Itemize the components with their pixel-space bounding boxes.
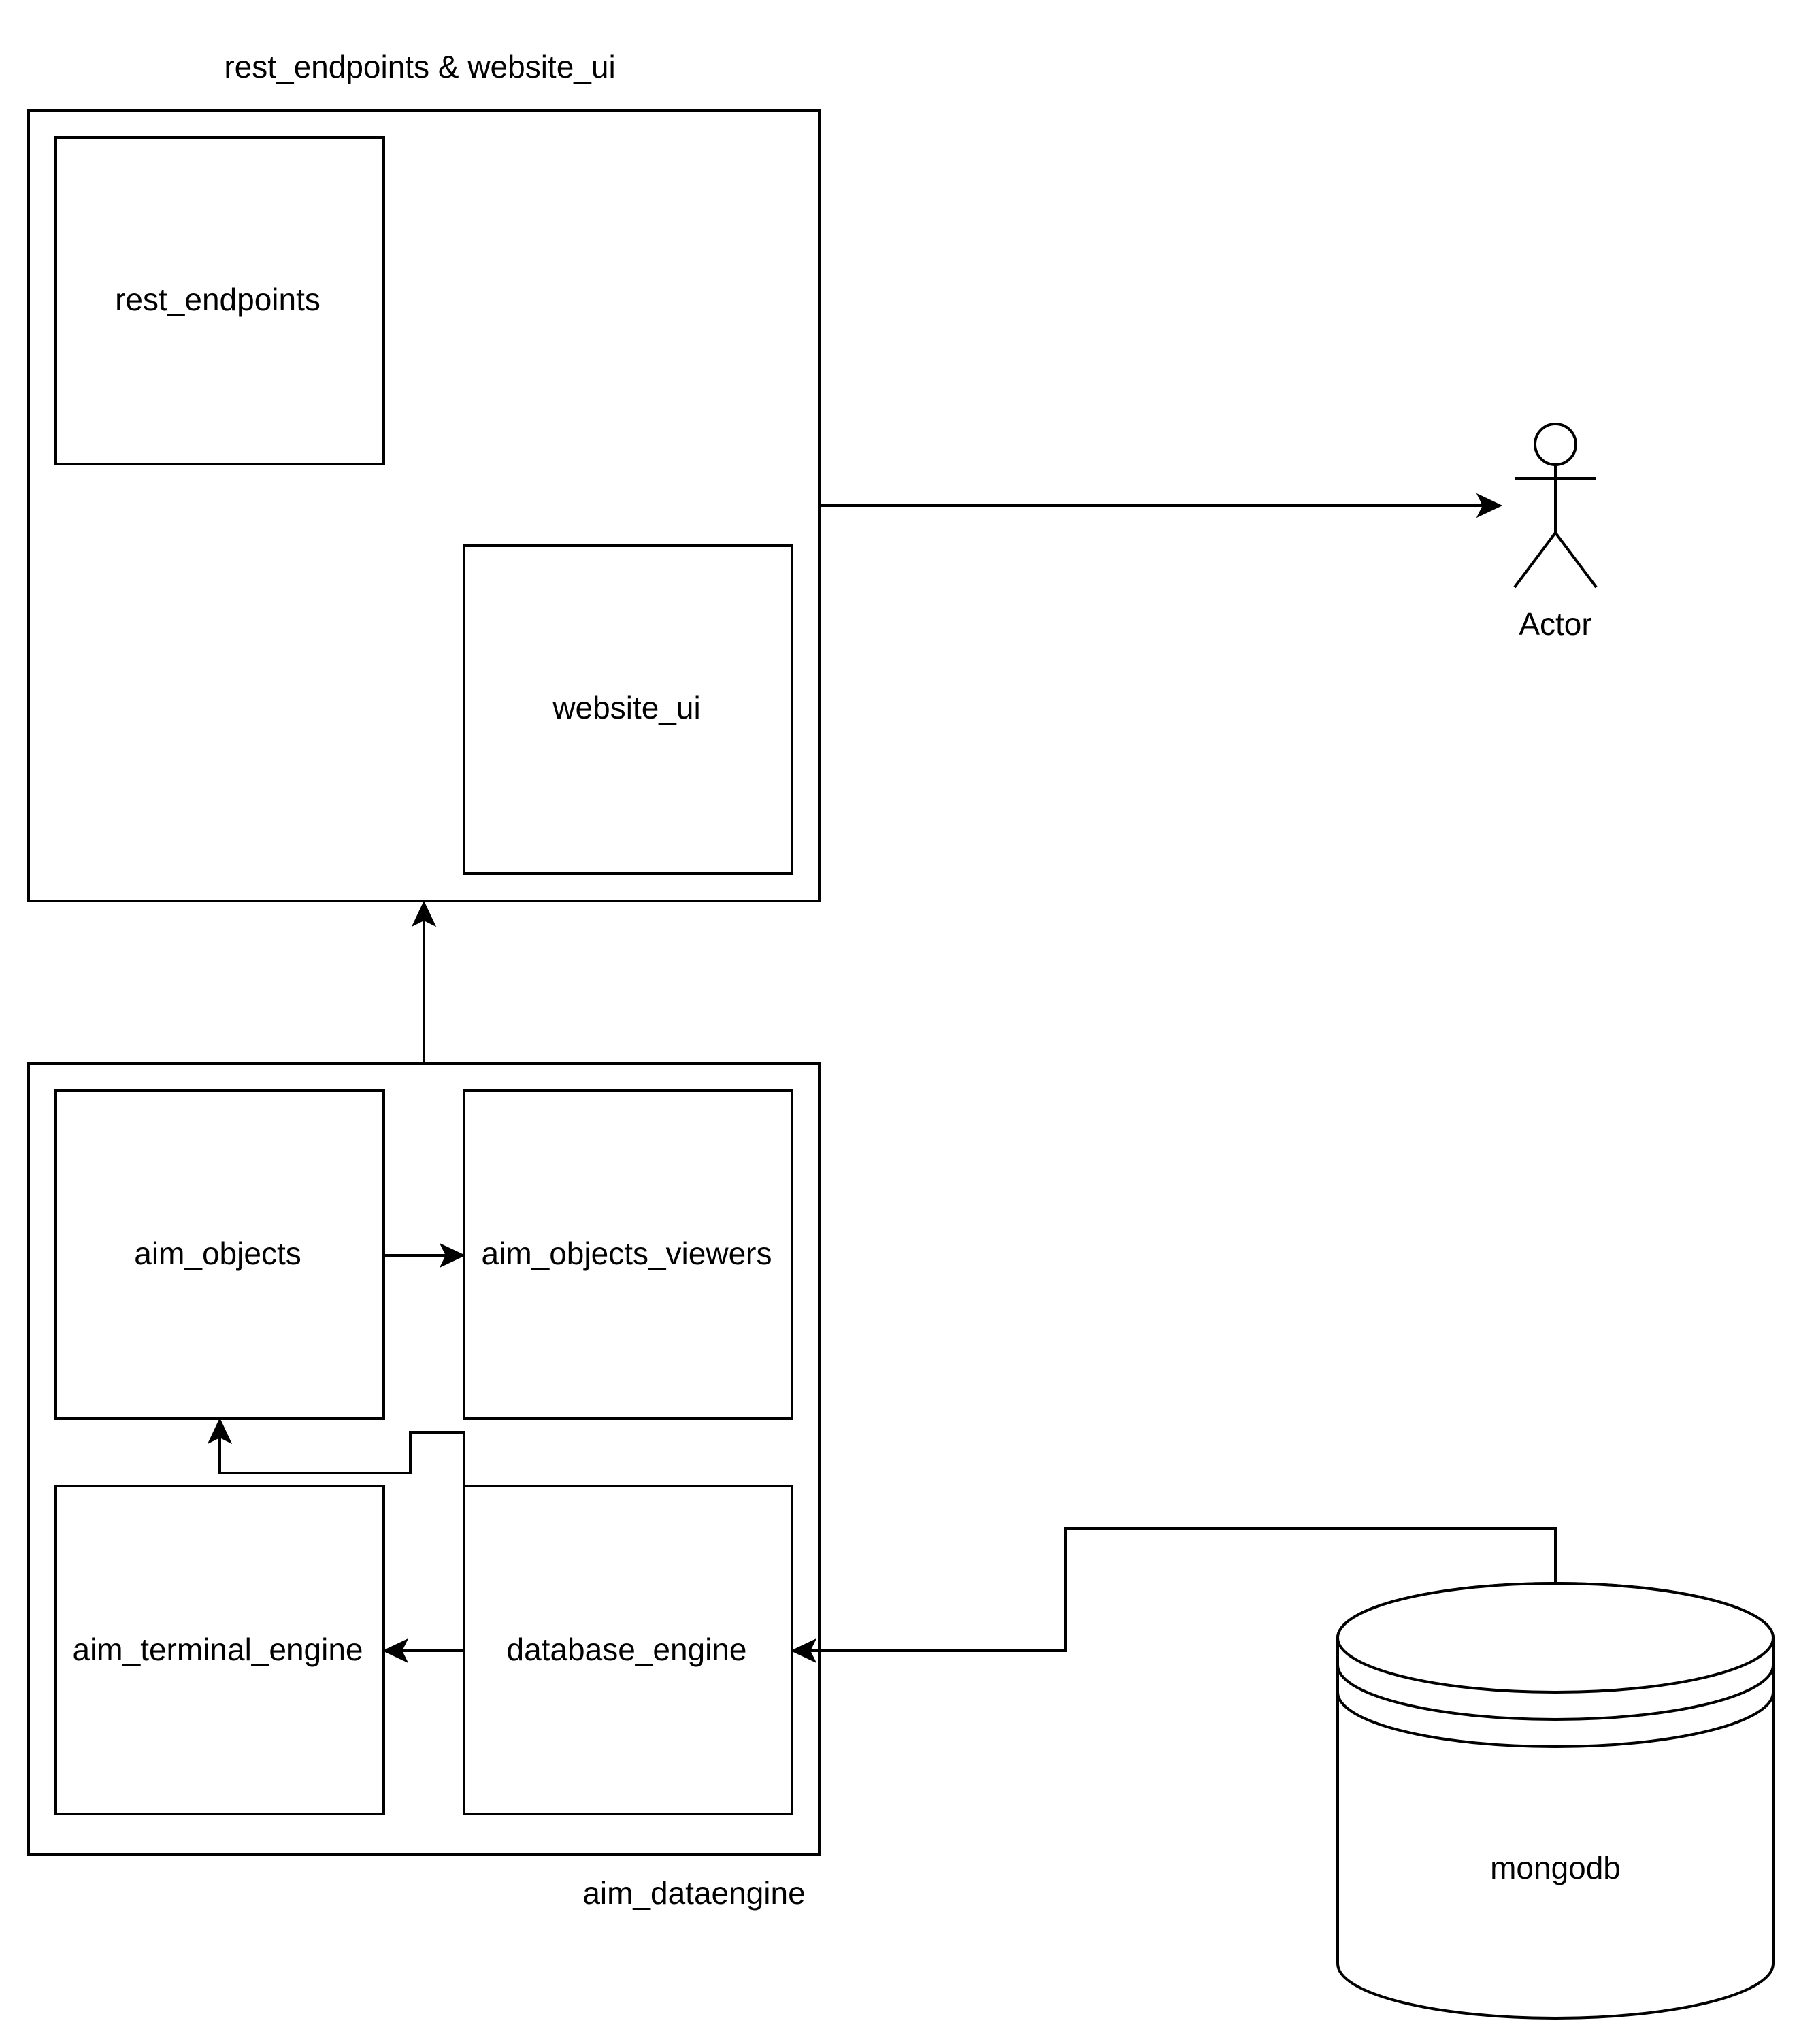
- node-aim-objects: aim_objects: [54, 1089, 385, 1420]
- edge-engine-to-web: [411, 900, 437, 1064]
- node-database-engine-label: database_engine: [507, 1632, 747, 1667]
- node-aim-terminal-engine: aim_terminal_engine: [54, 1485, 385, 1815]
- node-website-ui: website_ui: [463, 544, 793, 875]
- node-aim-objects-viewers-label: aim_objects_viewers: [482, 1236, 772, 1271]
- mongodb-cylinder-top: [1336, 1582, 1775, 1694]
- node-actor: Actor: [1513, 423, 1598, 642]
- node-rest-endpoints: rest_endpoints: [54, 136, 385, 465]
- edge-aim-objects-to-viewers: [384, 1242, 466, 1268]
- group-web: rest_endpoints & website_ui rest_endpoin…: [27, 49, 821, 902]
- node-aim-objects-viewers: aim_objects_viewers: [463, 1089, 793, 1420]
- node-aim-objects-label: aim_objects: [134, 1236, 301, 1271]
- node-rest-endpoints-label: rest_endpoints: [115, 282, 320, 317]
- node-website-ui-label: website_ui: [552, 690, 700, 725]
- edge-web-to-actor: [819, 493, 1503, 518]
- group-engine-title: aim_dataengine: [582, 1875, 805, 1911]
- node-mongodb: mongodb: [1336, 1582, 1775, 2020]
- edge-database-engine-to-aim-objects: [207, 1417, 465, 1486]
- group-engine: aim_dataengine aim_objects aim_objects_v…: [27, 1062, 821, 1911]
- arrowhead-icon: [382, 1638, 409, 1664]
- node-actor-label: Actor: [1519, 606, 1591, 642]
- arrowhead-icon: [1476, 493, 1503, 518]
- arrowhead-icon: [411, 900, 437, 927]
- arrowhead-icon: [790, 1638, 817, 1664]
- node-aim-terminal-engine-label: aim_terminal_engine: [72, 1632, 363, 1667]
- node-database-engine: database_engine: [463, 1485, 793, 1815]
- mongodb-ring-1: [1336, 1638, 1775, 1721]
- arrowhead-icon: [439, 1242, 466, 1268]
- node-mongodb-label: mongodb: [1490, 1850, 1621, 1885]
- edge-database-engine-to-terminal-engine: [382, 1638, 464, 1664]
- group-web-title: rest_endpoints & website_ui: [224, 49, 615, 84]
- edge-mongodb-to-database-engine: [790, 1527, 1557, 1664]
- arrowhead-icon: [207, 1417, 233, 1445]
- actor-icon: [1513, 423, 1598, 589]
- mongodb-ring-2: [1336, 1665, 1775, 1748]
